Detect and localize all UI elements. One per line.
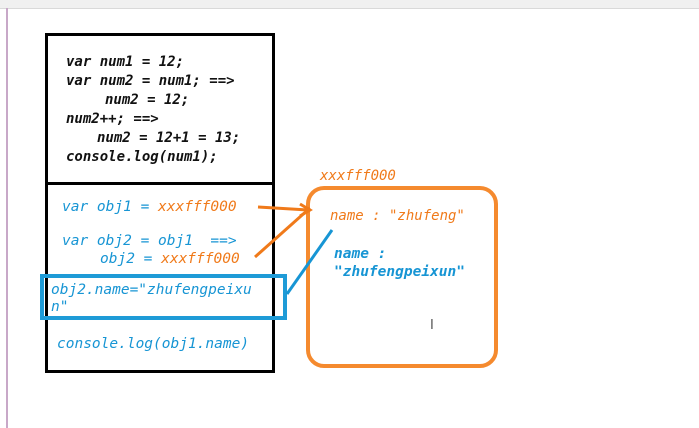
code-line-6: console.log(num1); <box>66 149 218 165</box>
obj1-address: xxxfff000 <box>158 199 237 215</box>
heap-address-label: xxxfff000 <box>320 168 396 184</box>
code-line-3: num2 = 12; <box>105 92 190 108</box>
code-line-5: num2 = 12+1 = 13; <box>97 130 241 146</box>
code-line-1: var num1 = 12; <box>66 54 185 70</box>
highlighted-assignment-box <box>40 274 287 320</box>
obj2-declaration: var obj2 = obj1 ==> <box>62 233 237 249</box>
obj2-assignment: obj2 = xxxfff000 <box>100 251 240 268</box>
obj1-pointer-arrow <box>257 205 309 212</box>
heap-new-property-line-2: "zhufengpeixun" <box>334 264 465 280</box>
heap-object-box <box>306 186 498 368</box>
console-log-line: console.log(obj1.name) <box>57 336 250 352</box>
toolbar-strip <box>0 0 699 9</box>
code-line-2: var num2 = num1; ==> <box>66 73 235 89</box>
assignment-link-line <box>285 229 334 295</box>
obj2-address: xxxfff000 <box>161 251 240 267</box>
obj2-assignment-text: obj2 = <box>100 251 162 267</box>
obj2-pointer-arrow <box>254 206 311 259</box>
name-assignment-line-1: obj2.name="zhufengpeixu <box>51 282 252 298</box>
stack-code-box <box>45 33 275 373</box>
left-margin-bar <box>6 8 8 428</box>
code-line-4: num2++; ==> <box>66 111 159 127</box>
text-cursor-icon: I <box>430 318 434 333</box>
obj1-declaration-text: var obj1 = <box>62 199 159 215</box>
heap-new-property-line-1: name : <box>334 246 387 262</box>
obj1-declaration: var obj1 = xxxfff000 <box>62 199 237 216</box>
stack-heap-divider <box>45 182 275 185</box>
heap-old-property: name : "zhufeng" <box>330 208 465 224</box>
name-assignment-line-2: n" <box>51 299 69 315</box>
